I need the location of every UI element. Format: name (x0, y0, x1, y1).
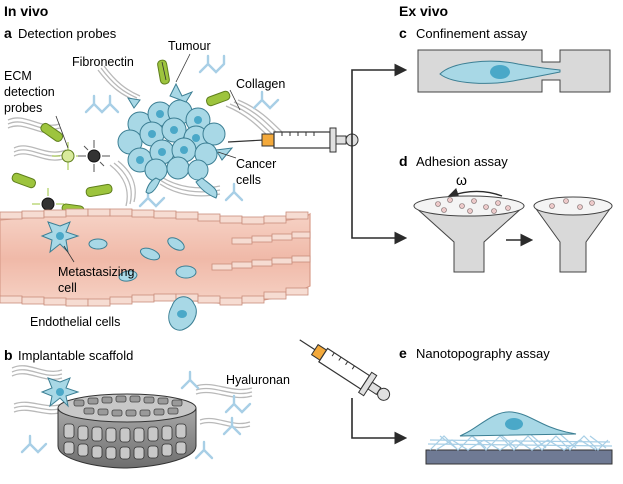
panel-e-letter: e (399, 345, 407, 361)
label-metastasizing-line2: cell (58, 281, 77, 295)
blood-vessel (0, 208, 311, 331)
label-ecm-line1: ECM (4, 69, 32, 83)
label-cancer-line2: cells (236, 173, 261, 187)
label-metastasizing-line1: Metastasizing (58, 265, 134, 279)
syringe-tumour (227, 127, 359, 153)
fibronectin-rods (11, 59, 231, 215)
label-collagen: Collagen (236, 77, 285, 91)
panel-a-title: Detection probes (18, 26, 117, 41)
label-endothelial: Endothelial cells (30, 315, 120, 329)
connector-arrows (351, 63, 408, 445)
nanotopography-substrate (425, 411, 613, 465)
header-in-vivo: In vivo (4, 3, 48, 19)
label-ecm-line2: detection (4, 85, 55, 99)
header-ex-vivo: Ex vivo (399, 3, 448, 19)
confinement-device (417, 49, 611, 93)
rotation-arrow (447, 188, 503, 199)
ecm-detection-probes (32, 140, 110, 220)
tumour-nuclei (136, 110, 202, 164)
label-fibronectin: Fibronectin (72, 55, 134, 69)
panel-c-title: Confinement assay (416, 26, 528, 41)
label-tumour: Tumour (168, 39, 211, 53)
syringe-vessel (299, 339, 391, 401)
panel-a-leaders (55, 53, 241, 263)
panel-c-letter: c (399, 25, 407, 41)
metastasizing-cell (40, 221, 80, 254)
panel-d-letter: d (399, 153, 408, 169)
label-cancer-line1: Cancer (236, 157, 276, 171)
label-ecm-line3: probes (4, 101, 42, 115)
label-hyaluronan: Hyaluronan (226, 373, 290, 387)
panel-e-title: Nanotopography assay (416, 346, 550, 361)
panel-a-letter: a (4, 25, 12, 41)
tumour-cluster (117, 82, 234, 199)
adhesion-funnel-left (413, 195, 525, 273)
implantable-scaffold (40, 377, 197, 469)
panel-d-title: Adhesion assay (416, 154, 508, 169)
adhesion-funnel-right (533, 196, 613, 273)
label-omega: ω (456, 172, 467, 188)
panel-b-title: Implantable scaffold (18, 348, 133, 363)
panel-b-letter: b (4, 347, 13, 363)
